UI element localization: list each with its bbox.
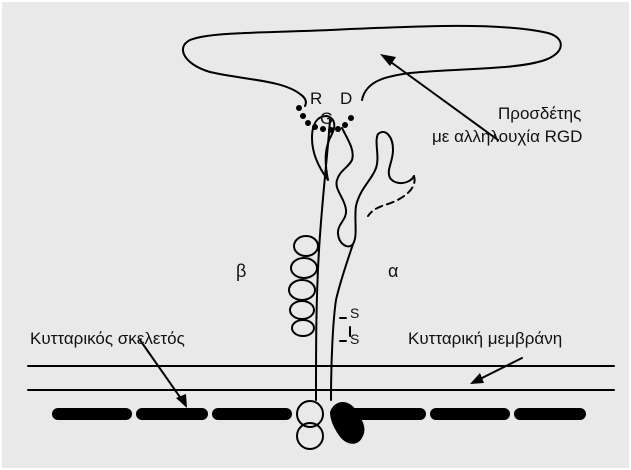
residue-d-label: D <box>340 90 352 107</box>
membrane-arrowhead <box>470 373 484 384</box>
beta-label: β <box>236 262 246 280</box>
ligand-label-line1: Προσδέτης <box>498 105 581 122</box>
residue-g-label: G <box>320 110 333 127</box>
residue-r-label: R <box>310 90 322 107</box>
cytoskeleton-filaments <box>52 408 586 420</box>
ligand-loop <box>183 26 561 106</box>
alpha-label: α <box>388 262 398 280</box>
cytoskeleton-label: Κυτταρικός σκελετός <box>30 330 185 347</box>
alpha-loop <box>378 132 414 183</box>
ligand-label-line2: με αλληλουχία RGD <box>432 128 582 145</box>
alpha-chain <box>336 128 378 246</box>
cytoskeleton-arrowhead <box>176 394 187 408</box>
disulfide-s-bottom: S <box>350 332 359 346</box>
membrane-label: Κυτταρική μεμβράνη <box>408 330 562 347</box>
membrane-arrow <box>478 358 522 380</box>
disulfide-s-top: S <box>350 306 359 320</box>
beta-coils <box>289 236 318 336</box>
alpha-stalk <box>331 244 353 400</box>
